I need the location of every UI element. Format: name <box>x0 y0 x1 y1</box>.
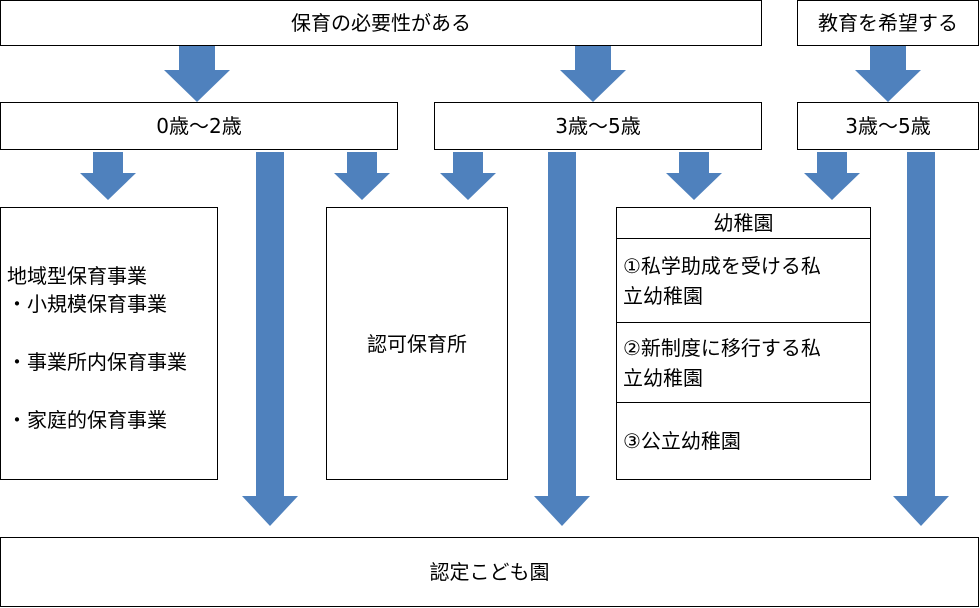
arrow-down-short <box>804 152 860 200</box>
arrow-down-long <box>242 152 298 526</box>
community-care-item: ・小規模保育事業 <box>7 292 167 316</box>
kindergarten-title: 幼稚園 <box>713 211 774 235</box>
licensed-nursery-label: 認可保育所 <box>367 331 467 356</box>
need-childcare-label: 保育の必要性がある <box>291 11 471 35</box>
community-care-box: 地域型保育事業 ・小規模保育事業 ・事業所内保育事業 ・家庭的保育事業 <box>0 207 218 480</box>
kindergarten-box: 幼稚園 ①私学助成を受ける私 立幼稚園 ②新制度に移行する私 立幼稚園 ③公立幼… <box>616 207 871 480</box>
kindergarten-item: ③公立幼稚園 <box>617 402 870 479</box>
arrow-down-long <box>534 152 590 526</box>
community-care-item: ・家庭的保育事業 <box>7 408 167 432</box>
age-group-education-box: 3歳～5歳 <box>797 102 979 150</box>
certified-center-label: 認定こども園 <box>429 560 550 584</box>
kindergarten-item: ②新制度に移行する私 立幼稚園 <box>617 322 870 402</box>
kindergarten-item-line: ②新制度に移行する私 <box>623 335 821 360</box>
want-education-box: 教育を希望する <box>797 0 979 46</box>
arrow-down-short <box>334 152 390 200</box>
want-education-label: 教育を希望する <box>818 11 958 35</box>
arrow-down-short <box>666 152 722 200</box>
community-care-title: 地域型保育事業 <box>7 264 147 288</box>
licensed-nursery-box: 認可保育所 <box>326 207 508 480</box>
arrow-down-short <box>560 46 626 102</box>
kindergarten-item: ①私学助成を受ける私 立幼稚園 <box>617 238 870 322</box>
age-group-childcare-label: 3歳～5歳 <box>555 114 641 138</box>
arrow-down-short <box>164 46 230 102</box>
kindergarten-item-line: 立幼稚園 <box>623 365 703 390</box>
age-group-childcare-box: 3歳～5歳 <box>434 102 762 150</box>
community-care-item: ・事業所内保育事業 <box>7 350 187 374</box>
age-group-education-label: 3歳～5歳 <box>845 114 931 138</box>
arrow-down-short <box>80 152 136 200</box>
age-group-infant-label: 0歳～2歳 <box>156 114 242 138</box>
arrow-down-long <box>893 152 949 526</box>
kindergarten-item-line: ①私学助成を受ける私 <box>623 253 821 278</box>
age-group-infant-box: 0歳～2歳 <box>0 102 398 150</box>
kindergarten-item-line: ③公立幼稚園 <box>623 429 741 453</box>
arrow-down-short <box>440 152 496 200</box>
need-childcare-box: 保育の必要性がある <box>0 0 762 46</box>
kindergarten-item-line: 立幼稚園 <box>623 283 703 308</box>
certified-center-box: 認定こども園 <box>0 537 979 607</box>
arrow-down-short <box>855 46 921 102</box>
